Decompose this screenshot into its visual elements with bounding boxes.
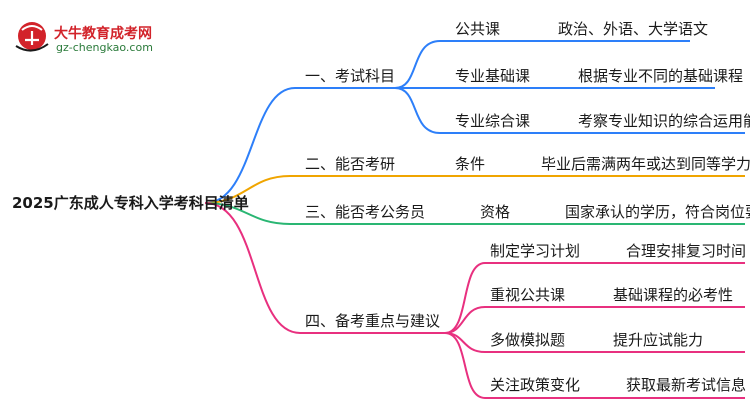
- b2-c1-label: 条件: [455, 155, 486, 173]
- connector-branch-4: [204, 202, 445, 334]
- root-node: 2025广东成人专科入学考科目清单: [12, 194, 249, 212]
- b4-c4-label: 关注政策变化: [490, 376, 581, 394]
- b4-c2-label: 重视公共课: [490, 286, 566, 304]
- b1-c2-value: 根据专业不同的基础课程: [578, 67, 744, 85]
- branch-2-label: 二、能否考研: [305, 155, 396, 173]
- b4-c2-value: 基础课程的必考性: [613, 286, 734, 304]
- b1-c1-value: 政治、外语、大学语文: [558, 20, 709, 38]
- b3-c1-value: 国家承认的学历，符合岗位要求: [565, 203, 750, 221]
- b4-c3-value: 提升应试能力: [613, 331, 704, 349]
- connector-b1-c1: [394, 40, 525, 89]
- connector-branch-1: [204, 87, 395, 204]
- logo-title: 大牛教育成考网: [54, 26, 152, 42]
- b3-c1-label: 资格: [480, 203, 511, 221]
- connector-b4-c2: [444, 306, 745, 334]
- b1-c1-label: 公共课: [455, 20, 501, 38]
- connector-b1-c3: [394, 87, 745, 134]
- branch-4-label: 四、备考重点与建议: [305, 312, 441, 330]
- b1-c3-label: 专业综合课: [455, 112, 531, 130]
- connector-branch-3: [204, 202, 745, 225]
- b1-c2-label: 专业基础课: [455, 67, 531, 85]
- b4-c1-label: 制定学习计划: [490, 242, 581, 260]
- b2-c1-value: 毕业后需满两年或达到同等学力: [541, 155, 750, 173]
- b4-c3-label: 多做模拟题: [490, 331, 566, 349]
- b4-c4-value: 获取最新考试信息: [626, 376, 747, 394]
- connector-branch-2: [204, 175, 745, 204]
- b4-c1-value: 合理安排复习时间: [626, 242, 747, 260]
- logo-url: gz-chengkao.com: [56, 41, 153, 54]
- branch-1-label: 一、考试科目: [305, 67, 396, 85]
- connector-b4-c4: [444, 332, 745, 399]
- connector-b4-c1: [444, 262, 745, 334]
- branch-3-label: 三、能否考公务员: [305, 203, 426, 221]
- b1-c3-value: 考察专业知识的综合运用能力: [578, 112, 750, 130]
- logo-icon: [15, 22, 49, 52]
